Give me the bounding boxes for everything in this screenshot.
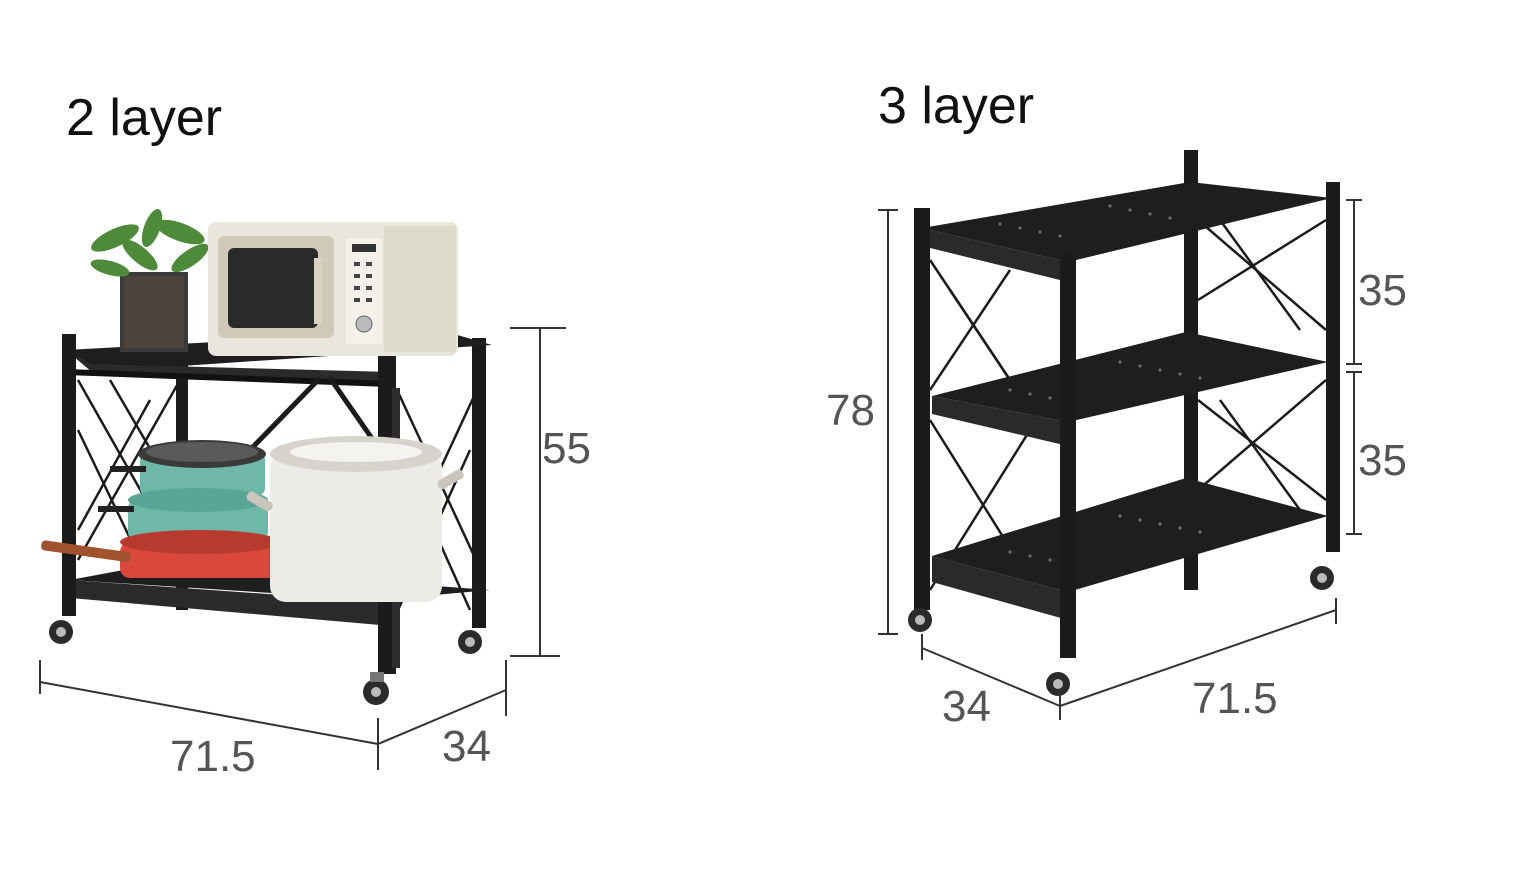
microwave (208, 222, 458, 356)
height-label-2-layer: 55 (542, 424, 591, 473)
width-label-3-layer: 71.5 (1192, 674, 1278, 723)
rack-3-shelves (922, 182, 1332, 620)
cookware (41, 436, 464, 602)
panel-title-3-layer: 3 layer (878, 77, 1035, 135)
rack-3-casters (908, 566, 1334, 696)
rack-3-front-post (1060, 254, 1076, 658)
depth-label-3-layer: 34 (942, 682, 991, 731)
rack-2-front-post (62, 334, 76, 616)
rack-2-layer (41, 209, 492, 705)
rack-3-front-post (914, 208, 930, 610)
depth-label-2-layer: 34 (442, 722, 491, 771)
panel-title-2-layer: 2 layer (66, 89, 223, 147)
rack-2-dimension-lines (39, 327, 566, 770)
height-label-3-layer: 78 (826, 386, 875, 435)
rack-3-right-bracing (1197, 218, 1327, 511)
rack-3-perforations (998, 204, 1202, 562)
tier-1-height-label: 35 (1358, 266, 1407, 315)
rack-3-layer (908, 150, 1340, 696)
rack-2-back-post (472, 338, 486, 628)
tier-2-height-label: 35 (1358, 436, 1407, 485)
width-label-2-layer: 71.5 (170, 732, 256, 781)
rack-3-dimension-lines (878, 199, 1362, 720)
plant-in-pot (90, 209, 209, 352)
rack-3-back-post (1326, 182, 1340, 552)
rack-2-casters (49, 620, 482, 705)
